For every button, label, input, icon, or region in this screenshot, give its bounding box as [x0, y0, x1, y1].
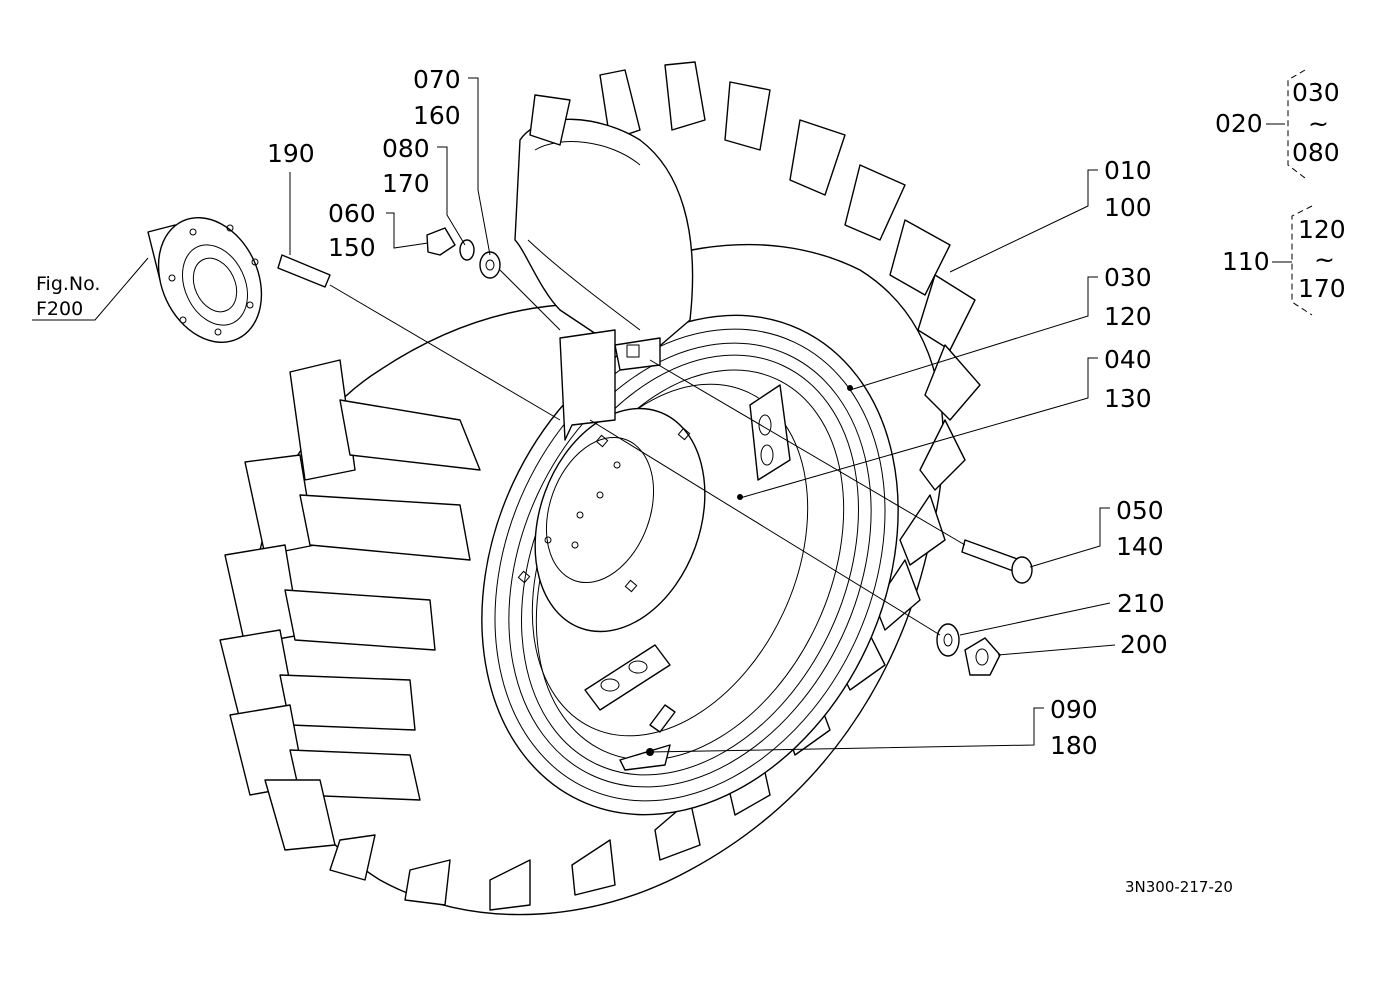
- hub-stud-190: [277, 254, 331, 288]
- tire-cutaway-section: [514, 94, 694, 441]
- callout-labels: 190 070 160 080 170 060 150 010 100 030 …: [36, 65, 1168, 760]
- assembly-lines: [329, 269, 966, 636]
- group-110-from: 120: [1298, 215, 1346, 244]
- callout-060: 060: [328, 199, 376, 228]
- group-020-tilde: ~: [1308, 109, 1329, 138]
- group-110-tilde: ~: [1314, 245, 1335, 274]
- callout-050: 050: [1116, 496, 1164, 525]
- spring-washer-080: [459, 239, 475, 261]
- callout-040: 040: [1104, 345, 1152, 374]
- drawing-code: 3N300-217-20: [1125, 878, 1233, 896]
- callout-090: 090: [1050, 695, 1098, 724]
- callout-210: 210: [1117, 589, 1165, 618]
- group-110-to: 170: [1298, 274, 1346, 303]
- axle-hub: [147, 216, 263, 344]
- callout-150: 150: [328, 233, 376, 262]
- nut-200: [964, 637, 1001, 676]
- fig-ref-label: Fig.No.: [36, 273, 100, 295]
- washer-210: [936, 623, 960, 657]
- callout-080: 080: [382, 134, 430, 163]
- callout-120: 120: [1104, 302, 1152, 331]
- group-020-from: 030: [1292, 78, 1340, 107]
- callout-170: 170: [382, 169, 430, 198]
- weight-mounting-slots: [584, 384, 791, 711]
- callout-140: 140: [1116, 532, 1164, 561]
- bolt-050: [961, 539, 1033, 584]
- callout-030: 030: [1104, 263, 1152, 292]
- callout-010: 010: [1104, 156, 1152, 185]
- group-110-parent: 110: [1222, 247, 1270, 276]
- group-legend: 020 030 ~ 080 110 120 ~ 170: [1215, 69, 1346, 316]
- nut-060: [426, 227, 456, 256]
- tire-lugs-left: [219, 359, 481, 851]
- fig-ref-number: F200: [36, 298, 83, 320]
- group-020-to: 080: [1292, 138, 1340, 167]
- callout-190: 190: [267, 139, 315, 168]
- group-020-parent: 020: [1215, 109, 1263, 138]
- callout-leaders: [32, 77, 1116, 753]
- tire-valve: [619, 704, 676, 771]
- callout-200: 200: [1120, 630, 1168, 659]
- washer-070: [479, 251, 501, 279]
- callout-130: 130: [1104, 384, 1152, 413]
- callout-180: 180: [1050, 731, 1098, 760]
- callout-160: 160: [413, 101, 461, 130]
- callout-100: 100: [1104, 193, 1152, 222]
- callout-070: 070: [413, 65, 461, 94]
